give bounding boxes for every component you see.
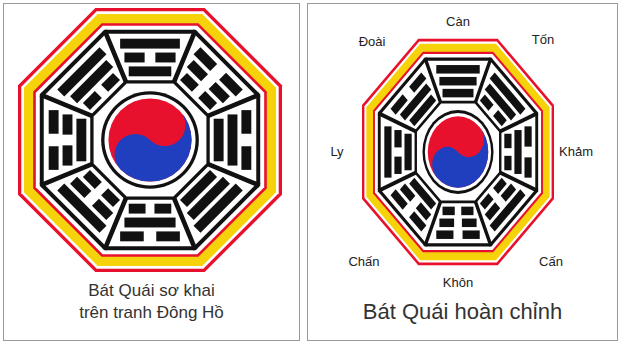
trigram-line — [219, 73, 243, 97]
trigram-name: Càn — [446, 14, 470, 30]
taiji-blue — [106, 96, 209, 199]
trigram-line — [63, 114, 73, 134]
trigram-line — [524, 126, 531, 146]
figure-caption: Bát Quái sơ khai trên tranh Đông Hồ — [76, 280, 228, 324]
trigram-line — [57, 184, 106, 233]
octagon-band — [33, 23, 267, 257]
trigram-line — [439, 219, 454, 227]
trigram-line — [120, 231, 144, 241]
octagon-band — [40, 30, 260, 250]
trigram-line — [228, 114, 238, 165]
trigram-line — [439, 77, 476, 85]
bagua-octagon — [18, 8, 282, 272]
trigram-line — [443, 207, 455, 215]
octagon-band — [381, 61, 536, 243]
trigram-line — [514, 130, 521, 174]
trigram-line — [49, 146, 59, 170]
octagon-band — [373, 52, 543, 253]
trigram-name: Ly — [330, 144, 343, 160]
sector-spoke — [378, 113, 415, 131]
trigram-name: Chấn — [348, 254, 379, 270]
trigram-sector — [378, 113, 415, 178]
trigram-line — [461, 207, 473, 215]
trigram-line — [490, 189, 526, 231]
trigram-line — [394, 130, 401, 147]
sector-spoke — [40, 95, 91, 116]
bagua-octagon — [362, 39, 554, 266]
trigram-line — [463, 230, 480, 238]
trigram-line — [241, 110, 251, 134]
octagon-band — [44, 34, 257, 247]
trigram-line — [129, 204, 146, 214]
octagon-band — [378, 57, 538, 246]
trigram-name: Tốn — [532, 32, 554, 48]
octagon-band — [364, 42, 551, 263]
trigram-sector — [500, 126, 537, 191]
trigram-line — [490, 72, 526, 114]
trigram-sector — [120, 30, 195, 81]
trigram-sector — [425, 202, 480, 246]
trigram-line — [124, 53, 144, 63]
trigram-name: Khôn — [443, 275, 473, 291]
trigram-name: Đoài — [359, 34, 386, 50]
trigram-line — [214, 119, 224, 162]
trigram-name: Cấn — [539, 254, 563, 270]
trigram-line — [155, 53, 175, 63]
trigram-line — [409, 72, 426, 92]
sector-spoke — [425, 202, 441, 246]
trigram-line — [384, 126, 391, 177]
figure-caption: Bát Quái hoàn chỉnh — [318, 298, 608, 326]
trigram-line — [194, 47, 218, 71]
trigram-line — [57, 47, 106, 96]
octagon-band — [21, 11, 278, 268]
taiji-blue — [426, 114, 501, 202]
trigram-sector — [208, 110, 259, 185]
trigram-line — [436, 65, 479, 73]
octagon-band — [36, 26, 264, 254]
trigram-line — [462, 219, 477, 227]
octagon-band — [24, 14, 276, 266]
trigram-line — [49, 110, 59, 134]
trigram-line — [124, 218, 175, 228]
trigram-line — [391, 189, 408, 209]
trigram-line — [241, 146, 251, 170]
octagon-band — [18, 8, 282, 272]
trigram-line — [443, 89, 474, 97]
trigram-line — [436, 230, 453, 238]
inner-octagon — [92, 82, 208, 198]
trigram-sector — [105, 198, 180, 249]
trigram-line — [391, 94, 408, 114]
sector-spoke — [105, 198, 126, 249]
trigram-line — [76, 119, 86, 162]
trigram-line — [504, 134, 511, 148]
trigram-line — [63, 145, 73, 165]
octagon-band — [366, 44, 549, 260]
sector-spoke — [208, 164, 259, 185]
sector-spoke — [475, 58, 491, 102]
trigram-line — [504, 156, 511, 170]
trigram-line — [129, 66, 172, 76]
figure-panel: Bát Quái sơ khai trên tranh Đông Hồ — [3, 3, 300, 341]
trigram-name: Khảm — [559, 144, 593, 160]
trigram-line — [404, 134, 411, 171]
figure-panel: Bát Quái hoàn chỉnh — [307, 3, 618, 341]
trigram-sector — [40, 95, 91, 170]
trigram-sector — [436, 58, 491, 102]
trigram-line — [120, 39, 180, 49]
sector-spoke — [500, 173, 537, 191]
trigram-line — [394, 157, 401, 174]
sector-spoke — [174, 30, 195, 81]
trigram-line — [154, 204, 171, 214]
trigram-line — [194, 184, 243, 233]
octagon-band — [375, 54, 541, 250]
trigram-line — [524, 157, 531, 177]
octagon-band — [362, 39, 554, 266]
trigram-line — [156, 231, 180, 241]
trigram-line — [409, 211, 426, 231]
inner-octagon — [416, 102, 500, 202]
